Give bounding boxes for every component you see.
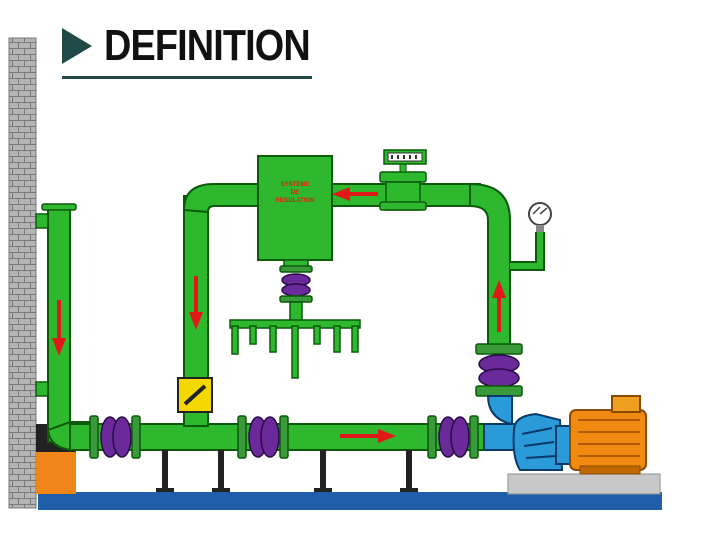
tank-label-line-1: SYSTEME (281, 182, 310, 188)
flow-arrow-down-left (52, 300, 66, 356)
flow-arrow-up-right (492, 280, 506, 332)
bellows-3 (427, 415, 479, 459)
pump-base (507, 473, 661, 495)
flow-arrow-left-top (332, 187, 378, 201)
tank-label-line-3: REGULATION (275, 198, 314, 204)
title-block: DEFINITION (62, 18, 312, 80)
floor-slab (38, 492, 662, 510)
distribution-manifold (229, 319, 361, 379)
valve-icon (177, 377, 213, 413)
tank-bellows (279, 259, 313, 323)
page-title: DEFINITION (104, 21, 311, 70)
flow-meter-icon (379, 149, 427, 211)
flow-arrows (52, 187, 506, 443)
bellows-1 (89, 415, 141, 459)
bellows-2 (237, 415, 289, 459)
flow-arrow-down-tee (189, 276, 203, 330)
anchor-shadow (36, 424, 76, 452)
pump-discharge-bellows (475, 343, 523, 397)
pressure-gauge-icon (510, 202, 552, 271)
title-underline (62, 76, 312, 79)
regulation-tank (257, 155, 333, 261)
motor-icon (569, 395, 647, 475)
pump-icon (512, 412, 571, 471)
tank-label-line-2: DE (291, 190, 299, 196)
anchor-block (36, 446, 76, 494)
pipe-supports (156, 450, 418, 492)
left-riser-pipe (35, 203, 91, 451)
flow-arrow-right-bottom (340, 429, 396, 443)
title-marker-icon (62, 28, 92, 64)
brick-wall (8, 37, 37, 509)
